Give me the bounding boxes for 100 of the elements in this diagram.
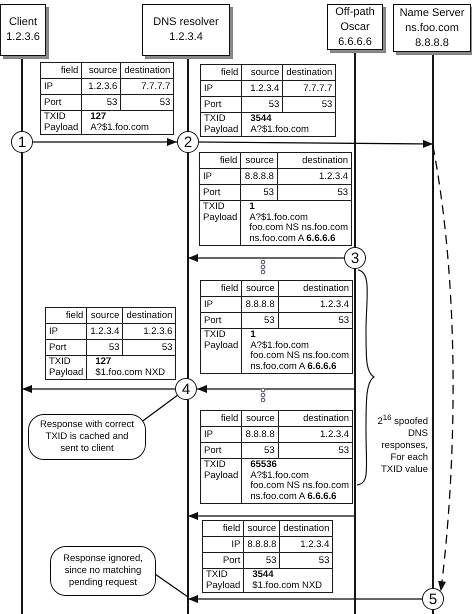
table-cell: 8.8.8.8 xyxy=(242,426,278,442)
row-label: TXID xyxy=(44,112,67,122)
table-cell: 53 xyxy=(242,442,278,458)
column-header: field xyxy=(200,410,242,426)
row-label: TXID xyxy=(49,357,72,368)
lifeline xyxy=(432,52,434,614)
txid-value: 3544 xyxy=(250,114,272,124)
callout-bubble: Response with correct TXID is cached and sent to client xyxy=(28,414,146,460)
table-cell: IP xyxy=(200,296,242,312)
column-header: source xyxy=(242,410,278,426)
lifeline xyxy=(21,56,23,614)
step-circle: 1 xyxy=(11,131,33,153)
payload-text: ns.foo.com A 6.6.6.6 xyxy=(250,492,338,502)
table-cell: 1.2.3.4 xyxy=(277,168,352,184)
participant-box: Off-path Oscar 6.6.6.6 xyxy=(327,4,383,50)
table-cell: 1.2.3.6 xyxy=(82,78,121,94)
txid-value: 1 xyxy=(249,202,256,212)
row-label: TXID xyxy=(204,460,227,470)
row-label: Payload xyxy=(44,122,78,133)
table-cell: 53 xyxy=(86,340,123,356)
table-cell: 53 xyxy=(280,552,333,568)
step-circle: 4 xyxy=(175,378,197,400)
table-cell: 53 xyxy=(278,442,353,458)
table-cell: Port xyxy=(40,94,82,110)
payload-text: ns.foo.com A 6.6.6.6 xyxy=(250,362,338,372)
row-label: TXID xyxy=(204,330,227,340)
row-label: Payload xyxy=(204,340,238,351)
column-header: destination xyxy=(278,280,353,296)
table-cell: 1.2.3.4 xyxy=(278,426,353,442)
table-cell: Port xyxy=(200,312,242,328)
txid-value: 1 xyxy=(250,330,257,340)
arrow xyxy=(432,146,454,592)
column-header: source xyxy=(244,520,280,536)
table-cell: IP xyxy=(200,80,242,96)
table-cell: 8.8.8.8 xyxy=(240,168,278,184)
row-label: Payload xyxy=(49,368,84,378)
table-cell: 8.8.8.8 xyxy=(242,296,278,312)
payload-text: foo.com NS ns.foo.com xyxy=(249,223,348,234)
table-cell: 1.2.3.4 xyxy=(280,536,333,552)
participant-box: Name Server ns.foo.com 8.8.8.8 xyxy=(393,4,471,52)
column-header: field xyxy=(200,64,242,80)
column-header: destination xyxy=(280,520,333,536)
column-header: destination xyxy=(277,152,352,168)
arrow xyxy=(199,140,433,148)
column-header: source xyxy=(82,62,121,78)
payload-text: $1.foo.com NXD xyxy=(95,368,166,378)
arrow xyxy=(188,254,344,262)
table-cell: Port xyxy=(46,340,87,356)
payload-text: foo.com NS ns.foo.com xyxy=(250,481,350,492)
payload-text: $1.foo.com NXD xyxy=(252,580,324,591)
column-header: destination xyxy=(278,410,353,426)
arrow xyxy=(22,385,175,393)
table-cell: Port xyxy=(200,184,241,200)
table-cell: 1.2.3.4 xyxy=(242,80,283,96)
column-header: field xyxy=(46,308,87,324)
table-cell: 7.7.7.7 xyxy=(282,80,336,96)
column-header: source xyxy=(242,280,278,296)
txid-value: 127 xyxy=(95,357,112,368)
lifeline xyxy=(187,56,189,614)
table-cell: 53 xyxy=(120,94,174,110)
column-header: destination xyxy=(122,308,176,324)
table-cell: 53 xyxy=(244,552,280,568)
table-cell: Port xyxy=(200,442,242,458)
step-circle: 3 xyxy=(344,247,366,269)
table-cell: Port xyxy=(202,552,244,568)
payload-text: A?$1.foo.com xyxy=(249,212,309,223)
column-header: source xyxy=(240,152,278,168)
table-cell: Port xyxy=(200,96,242,112)
txid-value: 127 xyxy=(90,112,108,122)
row-label: Payload xyxy=(204,124,238,135)
table-cell: 1.2.3.4 xyxy=(278,296,353,312)
payload-text: A?$1.foo.com xyxy=(90,122,150,133)
step-circle: 5 xyxy=(422,588,444,610)
payload-text: ns.foo.com A 6.6.6.6 xyxy=(249,234,336,244)
column-header: field xyxy=(200,152,241,168)
arrow xyxy=(188,595,422,603)
table-cell: 53 xyxy=(277,184,352,200)
table-cell: 53 xyxy=(278,312,353,328)
table-cell: 8.8.8.8 xyxy=(244,536,280,552)
table-cell: IP xyxy=(200,426,242,442)
table-cell: 7.7.7.7 xyxy=(120,78,174,94)
participant-box: Client 1.2.3.6 xyxy=(0,4,46,56)
row-label: TXID xyxy=(204,114,227,124)
column-header: source xyxy=(86,308,123,324)
payload-text: A?$1.foo.com xyxy=(250,470,310,481)
table-cell: 53 xyxy=(82,94,121,110)
table-cell: 53 xyxy=(242,312,278,328)
table-cell: 53 xyxy=(240,184,278,200)
table-cell: IP xyxy=(202,536,244,552)
table-cell: 1.2.3.4 xyxy=(86,324,123,340)
table-cell: IP xyxy=(46,324,87,340)
arrow xyxy=(197,385,355,393)
table-cell: 53 xyxy=(122,340,176,356)
table-cell: 53 xyxy=(242,96,283,112)
participant-box: DNS resolver 1.2.3.4 xyxy=(142,4,230,56)
row-label: Payload xyxy=(206,580,240,591)
lifeline xyxy=(354,50,356,614)
column-header: field xyxy=(200,280,242,296)
column-header: destination xyxy=(120,62,174,78)
table-cell: IP xyxy=(40,78,82,94)
